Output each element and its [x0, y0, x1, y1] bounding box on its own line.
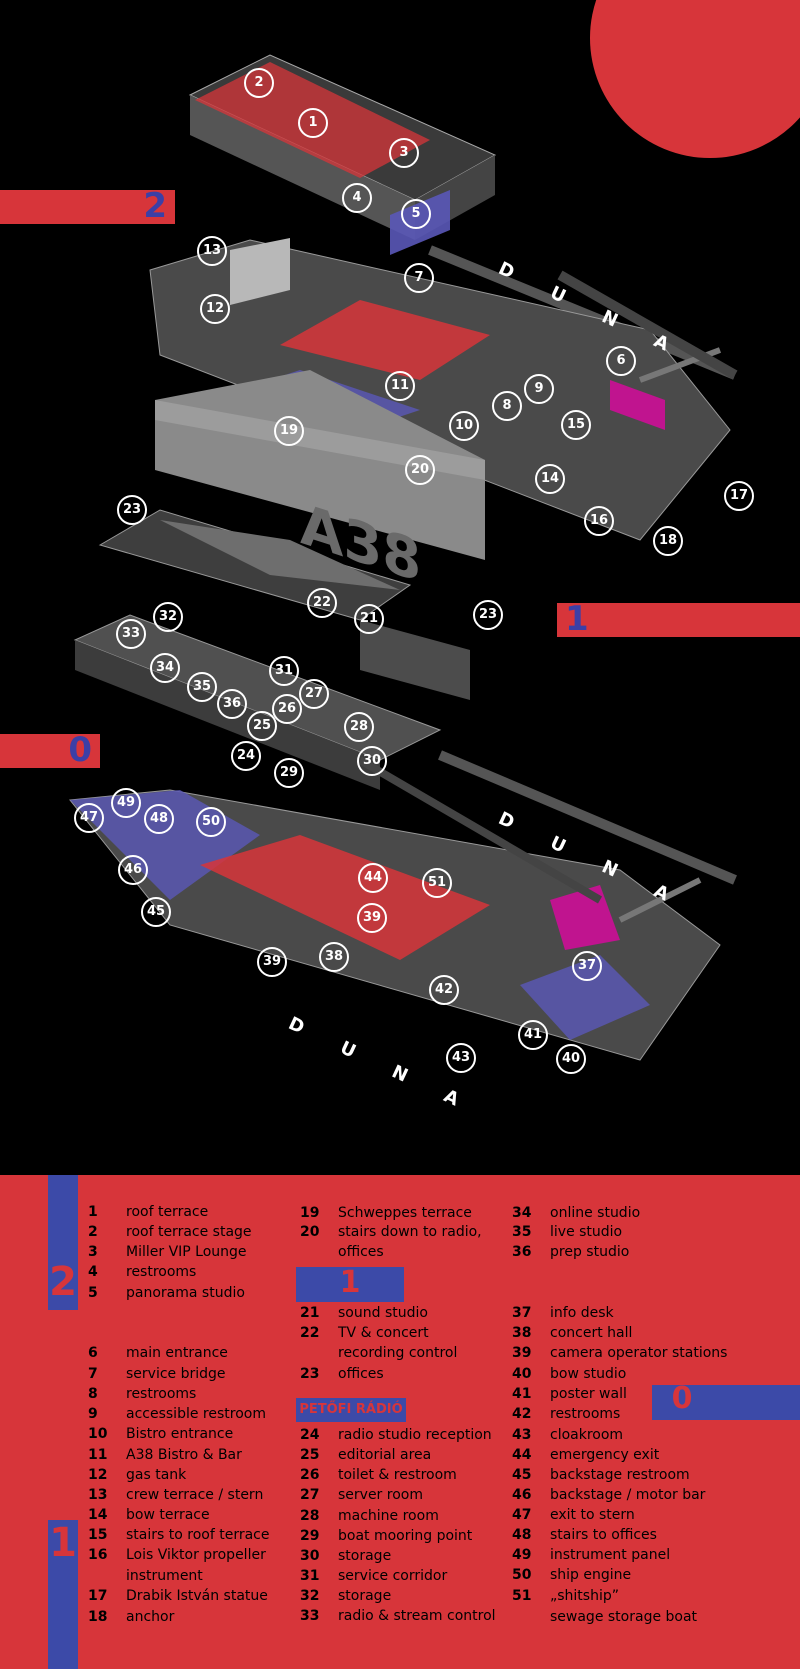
ship-map: A38 2 1 0 D U N A D U N A D U N A 1 2 3: [0, 0, 800, 1118]
map-marker[interactable]: 1: [298, 108, 328, 138]
map-marker[interactable]: 19: [274, 416, 304, 446]
map-marker[interactable]: 47: [74, 803, 104, 833]
map-marker[interactable]: 9: [524, 374, 554, 404]
map-marker[interactable]: 30: [357, 746, 387, 776]
map-marker[interactable]: 4: [342, 183, 372, 213]
map-marker[interactable]: 33: [116, 619, 146, 649]
map-marker[interactable]: 2: [244, 68, 274, 98]
map-marker[interactable]: 32: [153, 602, 183, 632]
map-marker[interactable]: 34: [150, 653, 180, 683]
map-marker[interactable]: 8: [492, 391, 522, 421]
map-marker[interactable]: 41: [518, 1020, 548, 1050]
map-marker[interactable]: 7: [404, 263, 434, 293]
map-marker[interactable]: 38: [319, 942, 349, 972]
deck-tab-2: 2: [0, 186, 175, 226]
map-marker[interactable]: 39: [257, 947, 287, 977]
main-deck: A38: [149, 238, 738, 596]
deck-tab-0: 0: [0, 730, 100, 770]
map-marker[interactable]: 16: [584, 506, 614, 536]
map-marker[interactable]: 49: [111, 788, 141, 818]
deck-tab-1: 1: [557, 599, 800, 639]
map-marker[interactable]: 10: [449, 411, 479, 441]
map-marker[interactable]: 23: [117, 495, 147, 525]
map-marker[interactable]: 5: [401, 199, 431, 229]
map-marker[interactable]: 45: [141, 897, 171, 927]
deck-2-label: 2: [49, 1259, 77, 1305]
map-marker[interactable]: 22: [307, 588, 337, 618]
deck-0-label: 0: [671, 1381, 693, 1416]
map-marker[interactable]: 39: [357, 903, 387, 933]
map-marker[interactable]: 24: [231, 741, 261, 771]
map-marker[interactable]: 13: [197, 236, 227, 266]
radio-deck-label: 1: [339, 1265, 361, 1300]
map-marker[interactable]: 40: [556, 1044, 586, 1074]
map-marker[interactable]: 21: [354, 604, 384, 634]
deck-0-bar: [652, 1385, 800, 1420]
map-marker[interactable]: 29: [274, 758, 304, 788]
map-marker[interactable]: 44: [358, 863, 388, 893]
map-marker[interactable]: 14: [535, 464, 565, 494]
map-marker[interactable]: 42: [429, 975, 459, 1005]
map-marker[interactable]: 23: [473, 600, 503, 630]
map-marker[interactable]: 48: [144, 804, 174, 834]
map-marker[interactable]: 25: [247, 711, 277, 741]
map-marker[interactable]: 36: [217, 689, 247, 719]
red-sun-shape: [590, 0, 800, 158]
legend-panel: 2 1 1 0: [0, 1175, 800, 1669]
map-marker[interactable]: 46: [118, 855, 148, 885]
map-marker[interactable]: 31: [269, 656, 299, 686]
map-marker[interactable]: 18: [653, 526, 683, 556]
map-marker[interactable]: 43: [446, 1043, 476, 1073]
map-marker[interactable]: 37: [572, 951, 602, 981]
map-marker[interactable]: 11: [385, 371, 415, 401]
map-marker[interactable]: 27: [299, 679, 329, 709]
radio-deck-bar: [296, 1267, 404, 1302]
map-marker[interactable]: 35: [187, 672, 217, 702]
deck-2-bar: [48, 1175, 78, 1310]
petofi-radio-badge: PETŐFI RÁDIÓ: [296, 1398, 406, 1422]
map-marker[interactable]: 50: [196, 807, 226, 837]
map-marker[interactable]: 26: [272, 694, 302, 724]
map-marker[interactable]: 20: [405, 455, 435, 485]
map-marker[interactable]: 6: [606, 346, 636, 376]
map-marker[interactable]: 28: [344, 712, 374, 742]
map-marker[interactable]: 12: [200, 294, 230, 324]
map-marker[interactable]: 3: [389, 138, 419, 168]
map-marker[interactable]: 15: [561, 410, 591, 440]
lower-deck: [69, 756, 721, 1061]
map-marker[interactable]: 17: [724, 481, 754, 511]
deck-1-label: 1: [49, 1520, 77, 1566]
map-marker[interactable]: 51: [422, 868, 452, 898]
deck-1-bar: [48, 1520, 78, 1669]
ship-illustration: A38: [69, 0, 800, 1061]
